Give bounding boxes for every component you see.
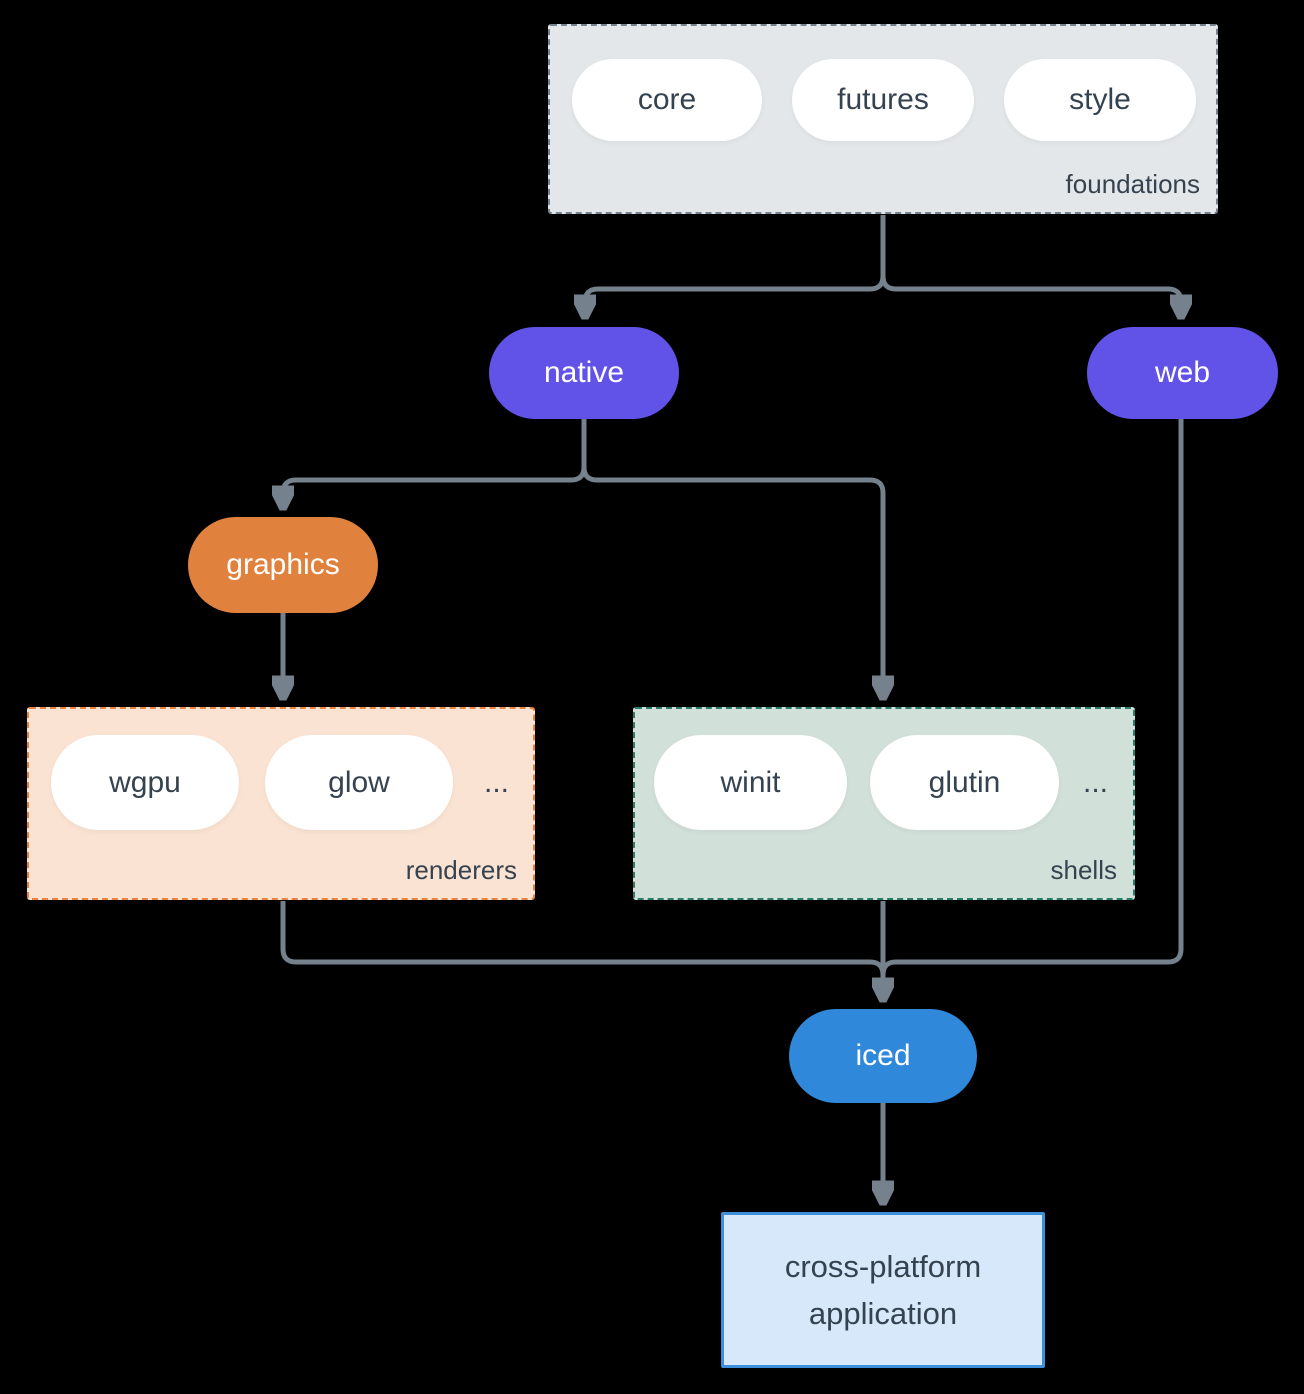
graphics-node: graphics	[188, 517, 378, 613]
foundations-group: core futures style foundations	[548, 24, 1218, 214]
core-pill: core	[572, 59, 762, 141]
edge-native-shells	[581, 419, 883, 697]
wgpu-pill: wgpu	[51, 735, 239, 830]
foundations-group-label: foundations	[1065, 169, 1200, 199]
web-node: web	[1087, 327, 1278, 419]
style-label: style	[1069, 83, 1131, 116]
shells-group: winit glutin ... shells	[633, 707, 1135, 900]
edge-native-graphics	[283, 419, 587, 507]
futures-pill: futures	[792, 59, 974, 141]
renderers-group: wgpu glow ... renderers	[27, 707, 535, 900]
native-node: native	[489, 327, 679, 419]
native-label: native	[543, 356, 625, 389]
edge-renderers-merge	[280, 901, 886, 976]
shells-group-label: shells	[1050, 855, 1117, 885]
style-pill: style	[1004, 59, 1196, 141]
glutin-label: glutin	[928, 765, 1001, 799]
futures-label: futures	[837, 83, 929, 116]
renderers-ellipsis: ...	[484, 765, 510, 799]
renderers-group-label: renderers	[405, 855, 517, 885]
application-node: cross-platform application	[721, 1212, 1045, 1368]
iced-node: iced	[789, 1009, 977, 1103]
winit-label: winit	[720, 765, 781, 799]
winit-pill: winit	[654, 735, 847, 830]
glutin-pill: glutin	[870, 735, 1059, 830]
application-label-line2: application	[808, 1296, 958, 1331]
edge-foundations-native	[585, 215, 886, 316]
wgpu-label: wgpu	[109, 765, 181, 799]
edge-foundations-web	[880, 215, 1181, 316]
iced-label: iced	[855, 1039, 911, 1072]
web-label: web	[1154, 356, 1211, 389]
graphics-label: graphics	[226, 548, 340, 581]
glow-pill: glow	[265, 735, 453, 830]
glow-label: glow	[328, 765, 390, 799]
core-label: core	[637, 83, 697, 116]
shells-ellipsis: ...	[1083, 765, 1109, 799]
application-label-line1: cross-platform	[784, 1249, 982, 1284]
